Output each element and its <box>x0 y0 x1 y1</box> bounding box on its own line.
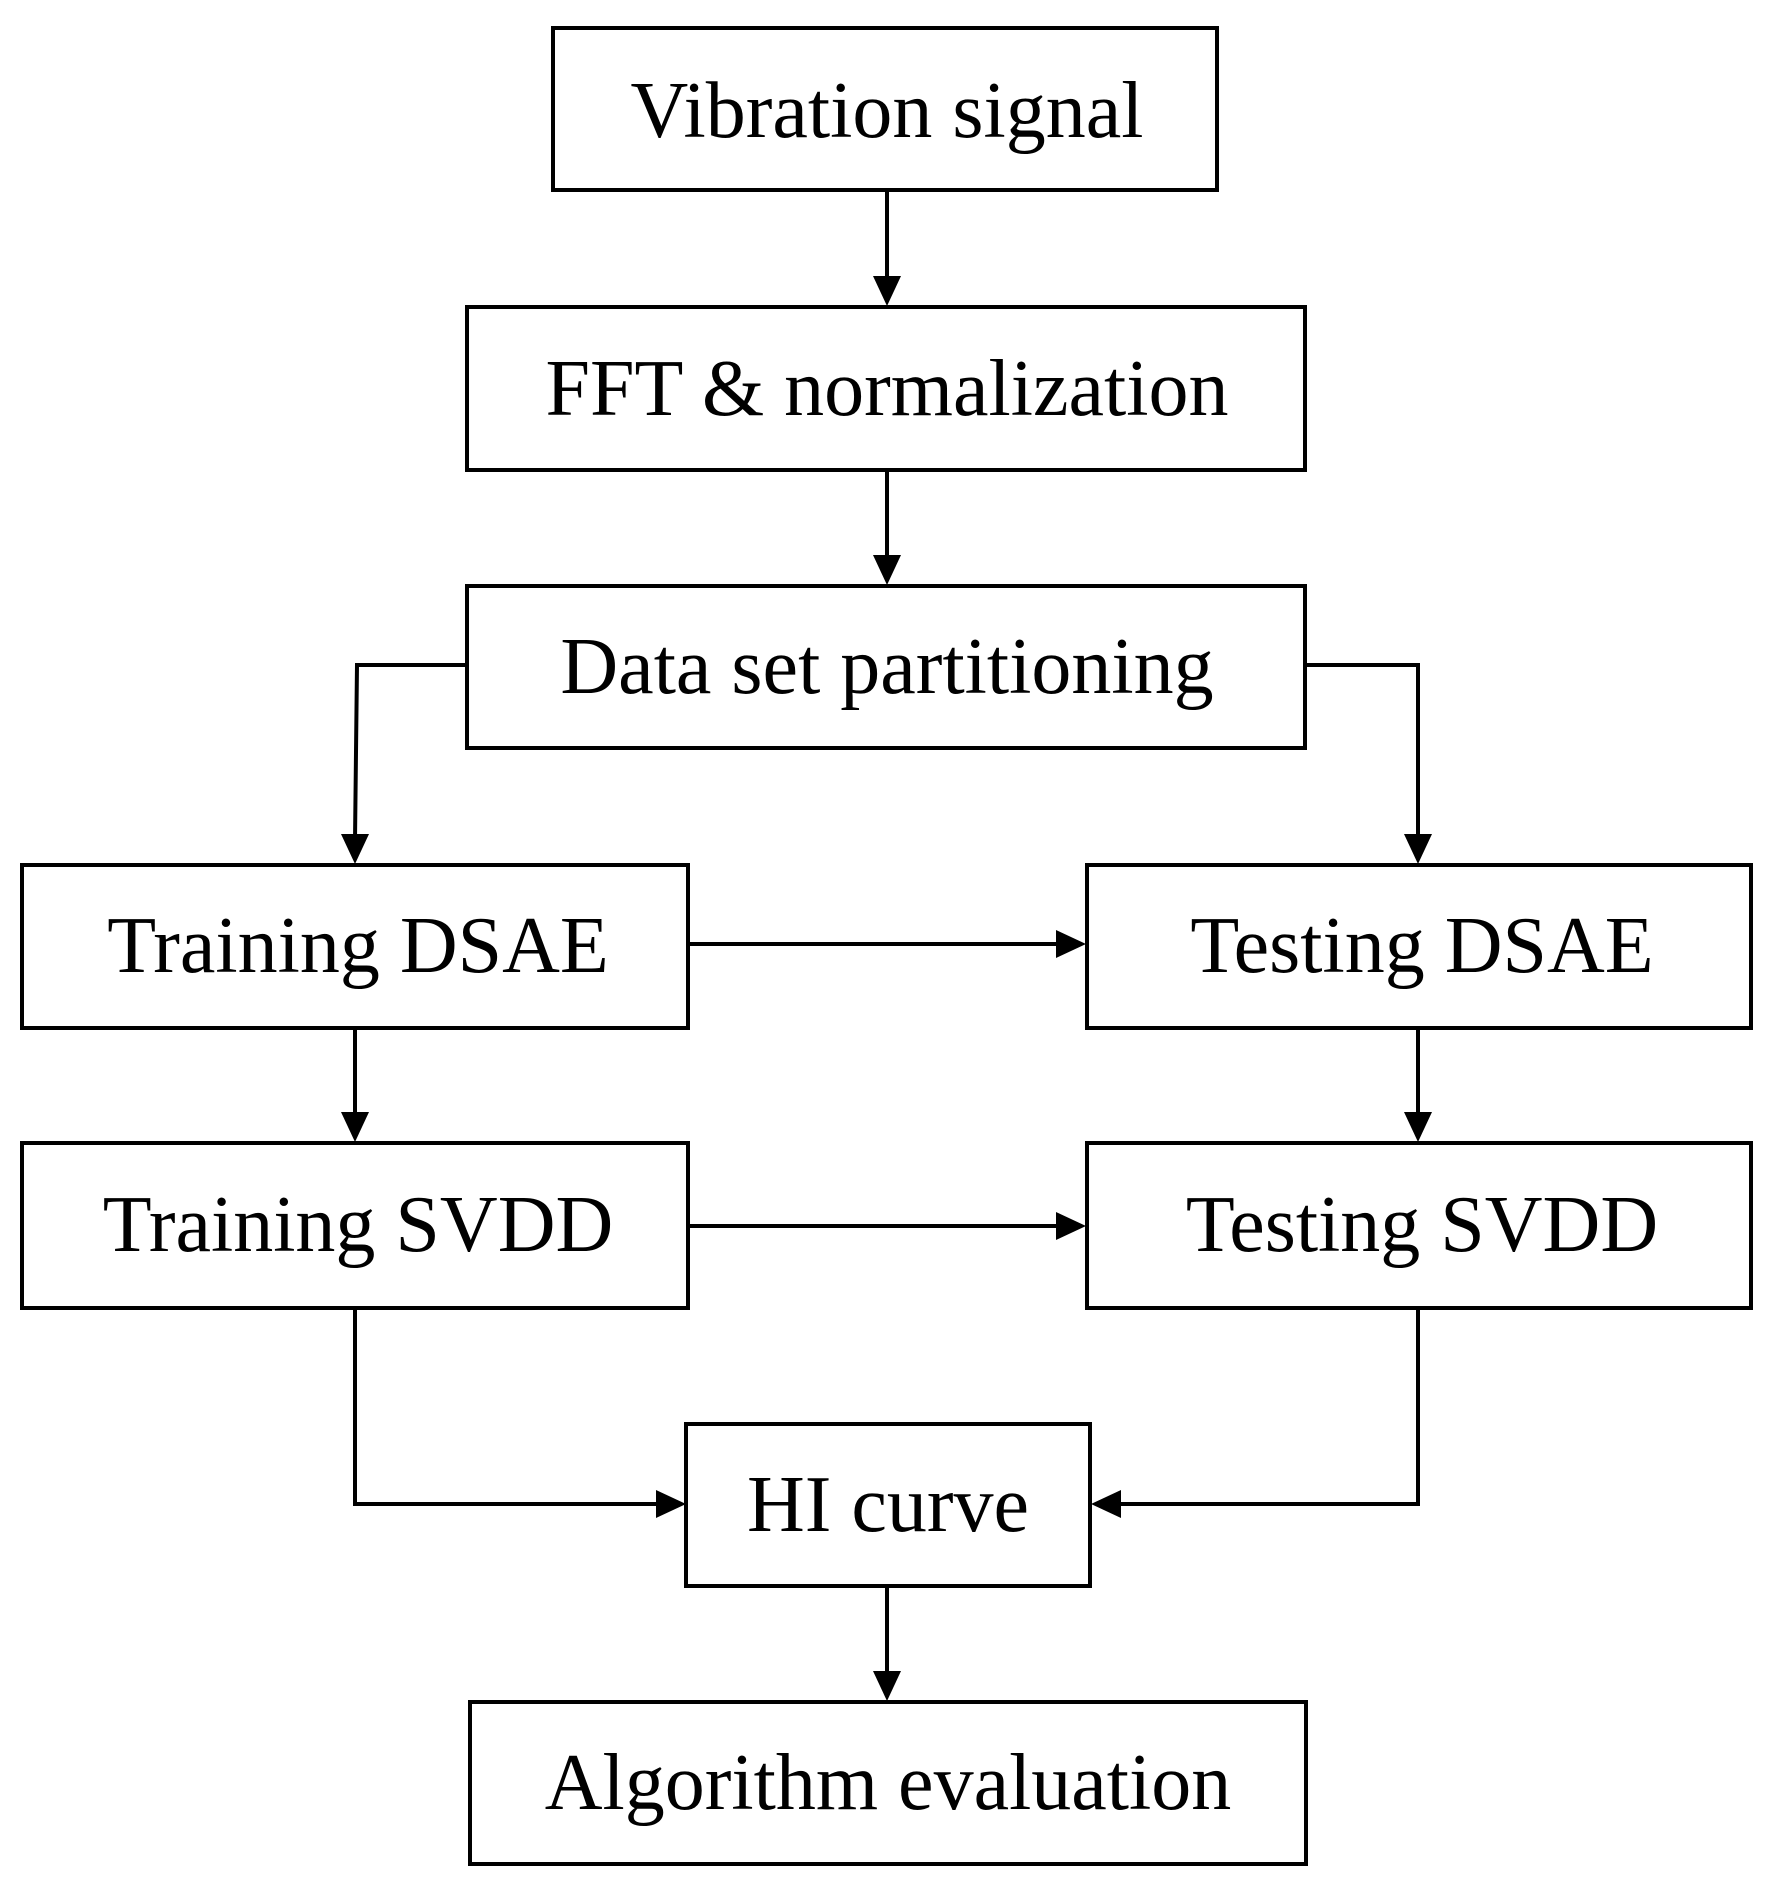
edge-training-dsae-to-testing-dsae <box>688 930 1086 958</box>
edge-fft-to-partitioning <box>873 470 901 585</box>
node-testing-svdd-label: Testing SVDD <box>1186 1181 1658 1269</box>
node-fft-normalization-label: FFT & normalization <box>546 345 1229 433</box>
edge-hi-curve-to-evaluation <box>873 1586 901 1701</box>
node-testing-svdd: Testing SVDD <box>1085 1141 1753 1310</box>
node-training-svdd: Training SVDD <box>20 1141 690 1310</box>
edge-testing-dsae-to-testing-svdd <box>1404 1028 1432 1142</box>
node-training-dsae: Training DSAE <box>20 863 690 1030</box>
edge-partitioning-to-testing-dsae <box>1305 663 1432 864</box>
node-training-svdd-label: Training SVDD <box>103 1181 613 1269</box>
node-training-dsae-label: Training DSAE <box>107 902 609 990</box>
node-vibration-signal-label: Vibration signal <box>631 67 1144 155</box>
edge-training-svdd-to-hi-curve <box>353 1308 686 1518</box>
connectors <box>341 190 1432 1701</box>
node-data-set-partitioning-label: Data set partitioning <box>560 623 1213 711</box>
node-fft-normalization: FFT & normalization <box>465 305 1307 472</box>
edge-training-dsae-to-training-svdd <box>341 1028 369 1142</box>
edge-training-svdd-to-testing-svdd <box>688 1212 1086 1240</box>
node-hi-curve-label: HI curve <box>747 1461 1029 1549</box>
edge-partitioning-to-training-dsae <box>341 663 467 864</box>
node-testing-dsae-label: Testing DSAE <box>1190 902 1653 990</box>
node-hi-curve: HI curve <box>684 1422 1092 1588</box>
edge-testing-svdd-to-hi-curve <box>1091 1308 1420 1518</box>
node-data-set-partitioning: Data set partitioning <box>465 584 1307 750</box>
node-vibration-signal: Vibration signal <box>551 26 1219 192</box>
node-testing-dsae: Testing DSAE <box>1085 863 1753 1030</box>
node-algorithm-evaluation-label: Algorithm evaluation <box>545 1739 1232 1827</box>
edge-vibration-to-fft <box>873 190 901 306</box>
node-algorithm-evaluation: Algorithm evaluation <box>468 1700 1308 1866</box>
